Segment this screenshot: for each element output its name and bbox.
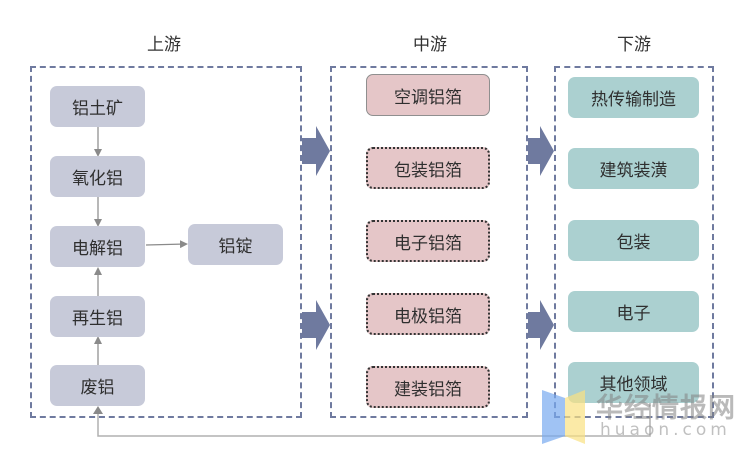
node-alumina: 氧化铝 (50, 156, 145, 197)
node-electrode-foil: 电极铝箔 (366, 293, 490, 335)
big-arrow-mid-to-down-1 (528, 126, 554, 176)
arrow-electrolytic-to-ingot (145, 240, 188, 249)
node-bauxite: 铝土矿 (50, 86, 145, 127)
downstream-group (554, 66, 714, 418)
upstream-group (30, 66, 302, 418)
node-electronics: 电子 (568, 291, 699, 332)
watermark-domain: huaon.com (600, 420, 731, 440)
node-heat-transfer: 热传输制造 (568, 77, 699, 118)
downstream-title: 下游 (617, 35, 651, 55)
node-other-fields: 其他领域 (568, 362, 699, 403)
node-packaging: 包装 (568, 220, 699, 261)
feedback-arrowhead (93, 406, 103, 414)
watermark-name: 华经情报网 (596, 393, 736, 424)
feedback-line (97, 400, 651, 437)
node-scrap-aluminum: 废铝 (50, 365, 145, 406)
node-electronic-foil: 电子铝箔 (366, 220, 490, 262)
big-arrow-up-to-mid-1 (302, 126, 330, 176)
node-recycled-aluminum: 再生铝 (50, 296, 145, 337)
midstream-group (330, 66, 528, 418)
node-electrolytic-aluminum: 电解铝 (50, 226, 145, 267)
node-packaging-foil: 包装铝箔 (366, 147, 490, 189)
midstream-title: 中游 (413, 35, 447, 55)
node-building-foil: 建装铝箔 (366, 366, 490, 408)
node-ac-foil: 空调铝箔 (366, 74, 490, 116)
node-aluminum-ingot: 铝锭 (188, 224, 283, 265)
big-arrow-mid-to-down-2 (528, 300, 554, 350)
node-building-decoration: 建筑装潢 (568, 148, 699, 189)
big-arrow-up-to-mid-2 (302, 300, 330, 350)
upstream-title: 上游 (147, 35, 181, 55)
